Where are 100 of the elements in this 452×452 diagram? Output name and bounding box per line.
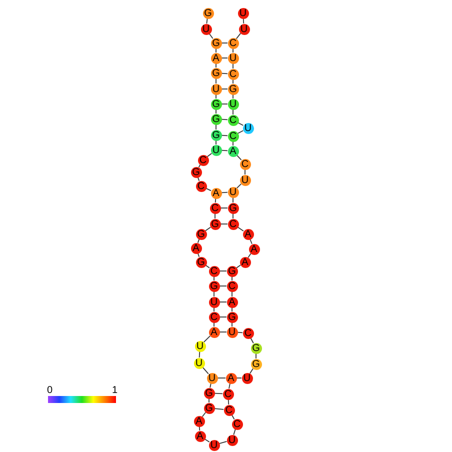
nucleotide-circle: U — [228, 98, 238, 110]
backbone-line — [203, 335, 211, 343]
nucleotide-circle: U — [228, 52, 238, 64]
backbone-line — [232, 79, 234, 84]
nucleotide-circle: C — [228, 130, 238, 142]
nucleotide-circle: G — [196, 228, 206, 240]
nucleotide-circle: C — [232, 418, 242, 430]
nucleotide-circle: G — [204, 388, 214, 398]
nucleotide-circle: C — [228, 68, 238, 80]
nucleotide-circle: C — [240, 158, 250, 170]
nucleotide-circle: A — [226, 296, 238, 308]
backbone-line — [208, 398, 210, 403]
nucleotide-circle: C — [228, 114, 238, 126]
base-pair-line — [221, 72, 228, 74]
nucleotide-circle: A — [210, 52, 222, 64]
nucleotide-circle: G — [202, 8, 214, 18]
nucleotide-circle: C — [196, 180, 206, 192]
nucleotide-circle: A — [210, 188, 222, 198]
backbone-line — [198, 426, 200, 431]
nucleotide-circle: G — [190, 166, 202, 178]
nucleotide-circle: C — [210, 202, 220, 214]
nucleotide-circle: G — [226, 312, 238, 322]
nucleotide-circle: U — [210, 84, 222, 94]
nucleotide-circle: C — [222, 388, 234, 400]
base-pair-line — [214, 392, 223, 394]
base-pair-line — [221, 150, 228, 152]
backbone-line — [244, 169, 246, 175]
nucleotide-circle: A — [240, 256, 250, 268]
base-pair-line — [221, 88, 228, 90]
nucleotide-circle: U — [200, 24, 212, 34]
nucleotide-circle: C — [208, 312, 220, 322]
nucleotide-circle: A — [190, 242, 202, 254]
backbone-line — [232, 197, 234, 203]
nucleotide-circle: A — [208, 326, 220, 338]
base-pair-line — [219, 316, 227, 318]
nucleotide-circle: G — [210, 130, 222, 140]
nucleotide-circle: A — [226, 372, 236, 384]
nucleotide-circle: C — [228, 38, 238, 48]
nucleotide-circle: G — [210, 218, 220, 230]
nucleotide-circle: A — [228, 146, 238, 156]
backbone-line — [228, 399, 230, 405]
base-pair-line — [214, 408, 224, 410]
nucleotide-circle: U — [208, 440, 220, 450]
base-pair-line — [221, 42, 228, 44]
backbone-line — [232, 213, 234, 219]
backbone-line — [242, 18, 244, 24]
nucleotide-circle: G — [204, 402, 214, 414]
nucleotide-circle: G — [226, 266, 238, 276]
scale-label: 0 — [47, 386, 53, 396]
nucleotide-circle: G — [208, 280, 220, 292]
base-pair-line — [221, 118, 228, 120]
nucleotide-circle: G — [210, 68, 222, 78]
nucleotide-circle: G — [196, 256, 206, 268]
nucleotide-circle: U — [194, 340, 206, 352]
backbone-line — [236, 183, 242, 189]
nucleotide-circle: G — [210, 98, 222, 110]
nucleotide-circle: G — [228, 84, 238, 94]
backbone-line — [198, 351, 200, 358]
backbone-line — [232, 63, 234, 69]
backbone-line — [236, 32, 242, 40]
nucleotide-circle: A — [248, 244, 260, 254]
base-pair-line — [221, 134, 228, 136]
nucleotide-circle: C — [242, 328, 254, 338]
backbone-line — [205, 226, 211, 232]
nucleotide-circle: U — [238, 24, 250, 34]
nucleotide-circle: U — [242, 372, 252, 384]
nucleotide-circle: U — [240, 174, 250, 186]
nucleotide-circle: U — [238, 8, 248, 18]
nucleotide-circle: G — [210, 114, 222, 124]
nucleotide-circle: G — [250, 342, 262, 354]
nucleotide-circle: U — [194, 358, 204, 368]
backbone-line — [236, 154, 242, 160]
backbone-line — [232, 109, 234, 115]
nucleotide-circle: C — [226, 280, 238, 292]
nucleotide-circle: U — [208, 296, 220, 308]
backbone-line — [214, 198, 216, 203]
nucleotide-circle: U — [242, 122, 254, 134]
nucleotide-circle: C — [228, 218, 238, 230]
nucleotide-circle: A — [242, 228, 254, 240]
nucleotide-circle: A — [194, 430, 206, 442]
backbone-line — [237, 332, 243, 334]
base-pair-line — [219, 270, 227, 272]
backbone-line — [232, 141, 234, 146]
nucleotide-circle: U — [228, 186, 238, 198]
backbone-line — [214, 213, 216, 219]
scale-label: 1 — [112, 386, 118, 396]
nucleotide-circle: G — [210, 38, 222, 48]
nucleotide-circle: C — [224, 404, 234, 416]
base-pair-line — [221, 192, 228, 194]
nucleotide-circle: G — [250, 358, 262, 370]
nucleotide-circle: C — [208, 266, 220, 276]
nucleotide-circle: U — [226, 326, 238, 338]
nucleotide-circle: U — [206, 372, 218, 384]
nucleotide-circle: G — [228, 202, 238, 214]
backbone-line — [232, 48, 234, 53]
nucleotide-circle: U — [226, 434, 238, 446]
nucleotide-circle: A — [194, 416, 204, 426]
nucleotide-circle: C — [198, 154, 208, 166]
backbone-line — [232, 94, 234, 99]
nucleotide-circle: U — [210, 144, 222, 156]
